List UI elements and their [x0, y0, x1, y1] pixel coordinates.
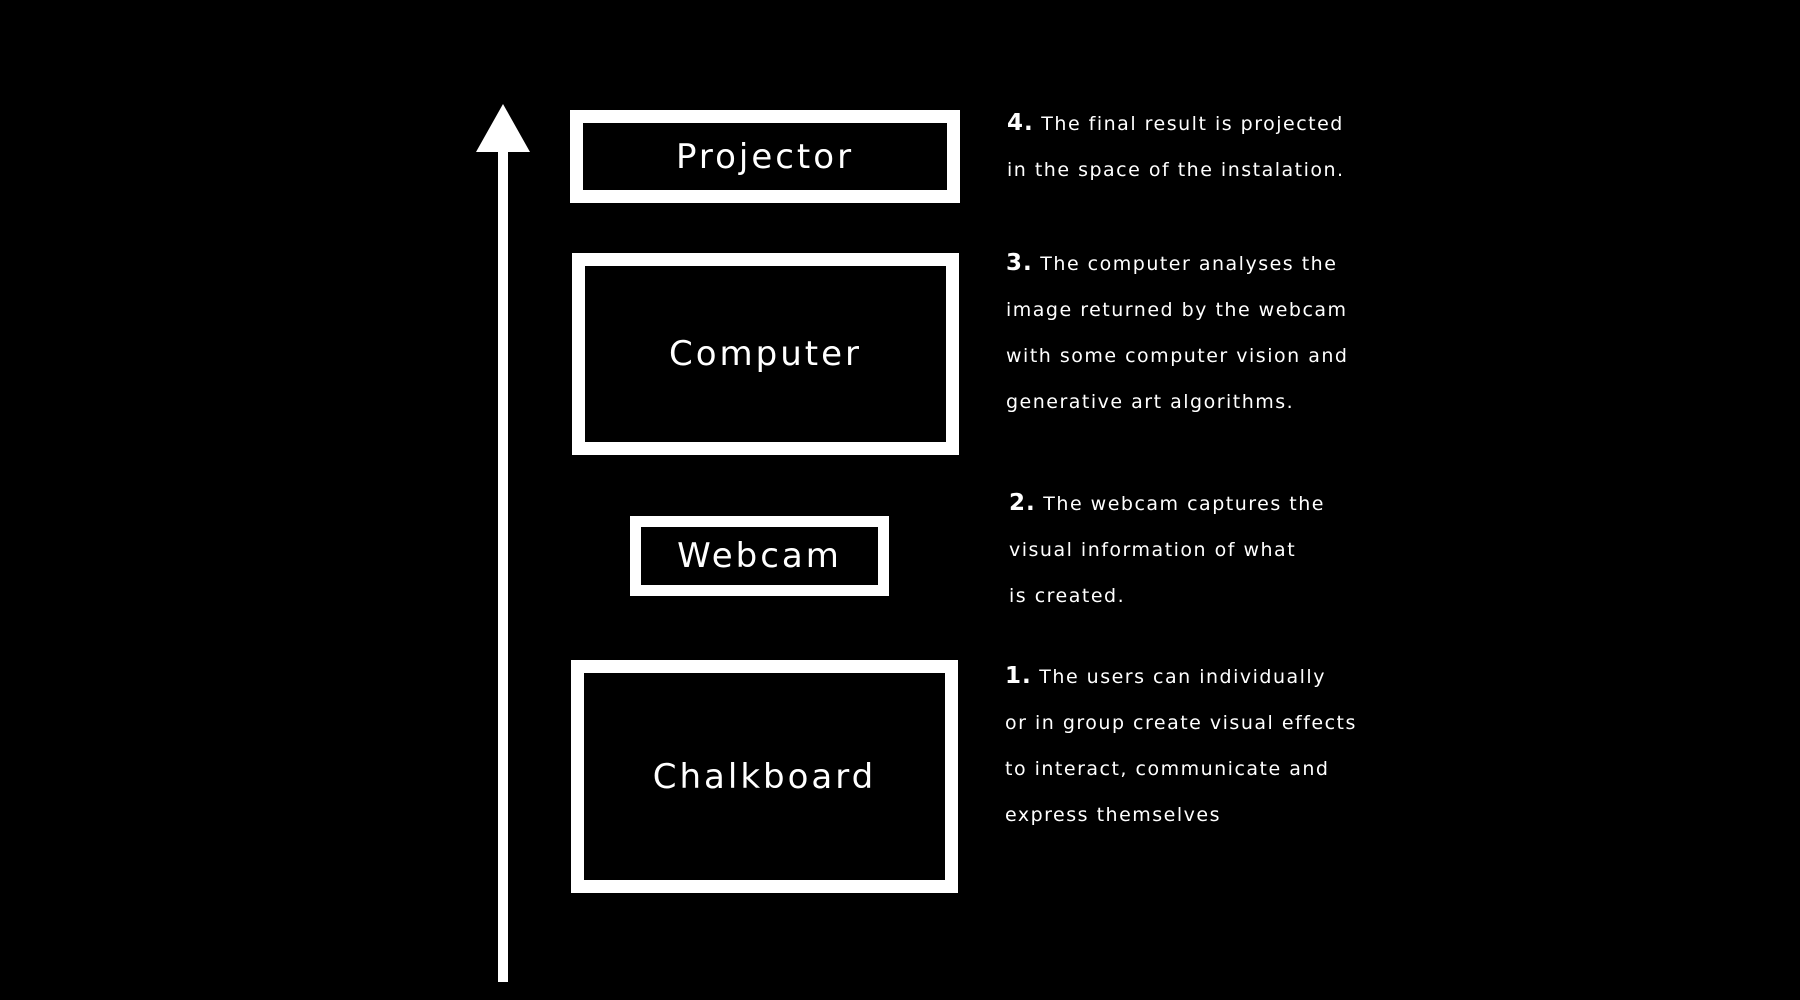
- step-2-description: 2. The webcam captures the visual inform…: [1009, 480, 1325, 619]
- step-2-text-1: The webcam captures the: [1043, 493, 1325, 515]
- step-1-number: 1.: [1005, 663, 1032, 689]
- step-1-description: 1. The users can individually or in grou…: [1005, 653, 1357, 838]
- step-3-line-2: image returned by the webcam: [1006, 299, 1348, 321]
- step-1-line-1: 1. The users can individually: [1005, 653, 1357, 700]
- step-2-line-2: visual information of what: [1009, 539, 1297, 561]
- step-4-description: 4. The final result is projected in the …: [1007, 100, 1345, 193]
- step-1-line-4: express themselves: [1005, 804, 1221, 826]
- step-2-number: 2.: [1009, 490, 1036, 516]
- step-2-line-1: 2. The webcam captures the: [1009, 480, 1325, 527]
- step-3-line-3: with some computer vision and: [1006, 345, 1349, 367]
- step-3-description: 3. The computer analyses the image retur…: [1006, 240, 1348, 425]
- step-4-text-1: The final result is projected: [1041, 113, 1344, 135]
- step-3-line-1: 3. The computer analyses the: [1006, 240, 1348, 287]
- projector-box: Projector: [570, 110, 960, 203]
- webcam-box: Webcam: [630, 516, 889, 596]
- step-4-line-2: in the space of the instalation.: [1007, 159, 1345, 181]
- step-1-line-2: or in group create visual effects: [1005, 712, 1357, 734]
- step-3-text-1: The computer analyses the: [1040, 253, 1338, 275]
- arrow-up-icon: [476, 104, 530, 152]
- computer-box: Computer: [572, 253, 959, 455]
- flow-arrow-shaft: [498, 148, 508, 982]
- step-3-line-4: generative art algorithms.: [1006, 391, 1295, 413]
- computer-label: Computer: [668, 334, 863, 374]
- step-1-line-3: to interact, communicate and: [1005, 758, 1330, 780]
- step-4-number: 4.: [1007, 110, 1034, 136]
- webcam-label: Webcam: [677, 536, 842, 576]
- chalkboard-label: Chalkboard: [652, 756, 877, 797]
- projector-label: Projector: [675, 136, 855, 177]
- step-3-number: 3.: [1006, 250, 1033, 276]
- step-4-line-1: 4. The final result is projected: [1007, 100, 1345, 147]
- step-1-text-1: The users can individually: [1039, 666, 1326, 688]
- chalkboard-box: Chalkboard: [571, 660, 958, 893]
- step-2-line-3: is created.: [1009, 585, 1126, 607]
